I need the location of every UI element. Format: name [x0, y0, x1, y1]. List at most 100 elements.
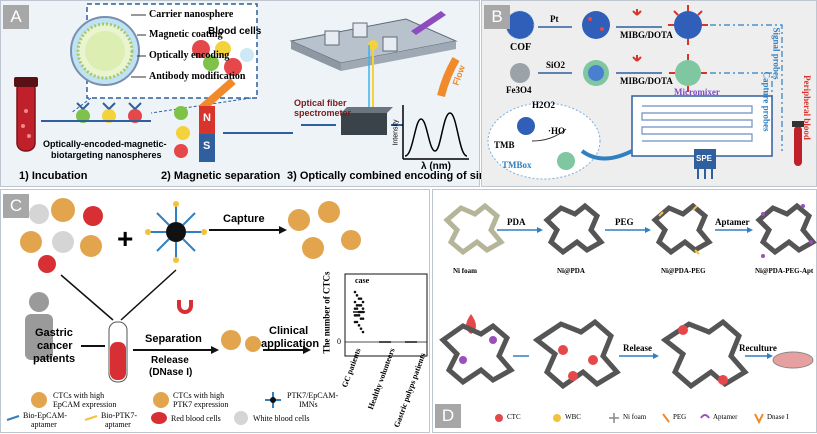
legend-wbc-icon — [553, 414, 561, 422]
legend-aptamer-icon — [700, 414, 710, 419]
cof-pt-sphere-icon — [582, 11, 610, 39]
sio2-label: SiO2 — [546, 60, 566, 70]
step-1-label: 1) Incubation — [19, 170, 88, 182]
ni-pda-icon — [543, 202, 605, 256]
scatter-point — [359, 297, 363, 300]
foam-released-cells-icon — [660, 318, 749, 390]
panel-c-badge: C — [3, 194, 29, 218]
legend-rbc-icon — [151, 412, 167, 424]
legend-dnase: Dnase I — [767, 413, 789, 421]
sample-tube-icon — [108, 321, 128, 383]
magnet-n-label: N — [203, 112, 211, 124]
release-label: Release — [623, 343, 652, 353]
blood-cells-icon — [192, 40, 254, 76]
imn-nanoparticle-icon — [145, 201, 207, 263]
panel-c: + — [0, 189, 430, 433]
scatter-point — [353, 307, 357, 310]
step-3-label: 3) Optically combined encoding of single… — [287, 170, 534, 182]
patients-label-1: Gastric — [35, 327, 73, 339]
micromixer-label: Micromixer — [674, 87, 720, 97]
capture-probe-icon — [669, 54, 707, 92]
tmb-label: TMB — [494, 140, 515, 150]
scatter-point — [353, 314, 357, 317]
reculture-label: Reculture — [739, 343, 777, 353]
legend-imns-1: PTK7/EpCAM- — [287, 391, 339, 400]
scatter-point — [353, 290, 357, 294]
patients-label-3: patients — [33, 353, 76, 365]
scatter-point — [361, 317, 365, 320]
micromixer-chip — [631, 95, 773, 157]
legend-ni-foam: Ni foam — [623, 413, 647, 421]
scatter-point — [357, 297, 361, 300]
captured-cells-icon — [288, 201, 361, 259]
callout-optical-label: Optically encoding — [149, 50, 230, 61]
patients-label-2: cancer — [37, 340, 73, 352]
spe-electrode — [694, 149, 716, 169]
panel-a: A Carrier nanosphere Magnetic coating Op… — [0, 0, 533, 187]
mibg-label-2: MIBG/DOTA — [620, 76, 673, 86]
clinical-label-1: Clinical — [269, 325, 309, 337]
fe3o4-sio2-sphere-icon — [583, 60, 609, 86]
legend-bio-ptk7-icon — [84, 415, 98, 421]
plus-sign: + — [117, 223, 133, 254]
scatter-point — [357, 304, 361, 307]
fe3o4-label: Fe3O4 — [506, 85, 532, 95]
legend-wbc-icon — [234, 411, 248, 425]
h2o2-label: H2O2 — [532, 100, 556, 110]
intensity-axis-label: Intensity — [392, 119, 400, 146]
red-nanosphere-icon — [128, 102, 142, 123]
panel-a-badge: A — [3, 5, 29, 29]
panel-d: D PDA PEG Aptamer Ni foam Ni@PDA Ni@PDA-… — [432, 189, 817, 433]
separated-cells-icon — [174, 106, 190, 158]
ctc-scatter-points — [353, 290, 417, 343]
released-cells-icon — [221, 330, 261, 352]
legend-aptamer: Aptamer — [713, 413, 738, 421]
blood-tube-icon — [14, 77, 38, 152]
signal-probe-icon — [668, 5, 708, 45]
magnet-s-label: S — [203, 140, 211, 152]
patient-icon — [25, 292, 53, 360]
scatter-point — [355, 314, 359, 317]
scatter-point — [355, 307, 359, 310]
ni-foam-label: Ni foam — [453, 267, 477, 275]
legend-ctc: CTC — [507, 413, 521, 421]
scatter-point — [355, 320, 359, 324]
ni-pda-label: Ni@PDA — [557, 267, 585, 275]
legend-epcam-cell-icon — [31, 392, 47, 408]
scatter-point — [361, 307, 365, 310]
spectrometer-icon — [341, 107, 393, 135]
mibg-label-1: MIBG/DOTA — [620, 30, 673, 40]
magnet-icon — [177, 300, 193, 314]
antibody-icon-top — [632, 9, 642, 16]
panel-b-graphics — [487, 5, 804, 180]
legend-dnase-icon — [754, 413, 764, 425]
panel-b-badge: B — [484, 5, 510, 29]
clinical-label-2: application — [261, 338, 320, 350]
scatter-point — [361, 300, 365, 304]
pt-label: Pt — [550, 14, 559, 24]
panel-d-badge: D — [435, 404, 461, 428]
legend-epcam-1: CTCs with high — [53, 391, 105, 400]
spectrum-plot — [402, 105, 469, 160]
scatter-point — [355, 304, 359, 307]
legend-peg-icon — [662, 413, 670, 423]
yellow-nanosphere-icon — [102, 102, 116, 123]
capture-label: Capture — [223, 213, 265, 225]
legend-ptk7-1: CTCs with high — [173, 391, 225, 400]
laser-icon — [411, 11, 446, 35]
lambda-axis-label: λ (nm) — [421, 161, 451, 172]
legend-imns-2: IMNs — [299, 400, 318, 409]
ni-foam-icon — [443, 202, 505, 256]
peripheral-blood-tube-icon — [792, 121, 804, 166]
aptamer-label: Aptamer — [715, 217, 750, 227]
spe-label: SPE — [696, 154, 713, 163]
legend-bio-epcam-icon — [6, 415, 20, 421]
ni-pda-peg-label: Ni@PDA-PEG — [661, 267, 706, 275]
nanosphere-caption-2: biotargeting nanospheres — [51, 150, 162, 160]
foam-with-cells-icon-1 — [439, 322, 515, 386]
capture-probes-label: Capture probes — [761, 71, 772, 132]
scatter-point — [359, 317, 363, 320]
magnet-icon — [199, 106, 215, 162]
scatter-point — [353, 320, 357, 324]
legend-peg: PEG — [673, 413, 687, 421]
